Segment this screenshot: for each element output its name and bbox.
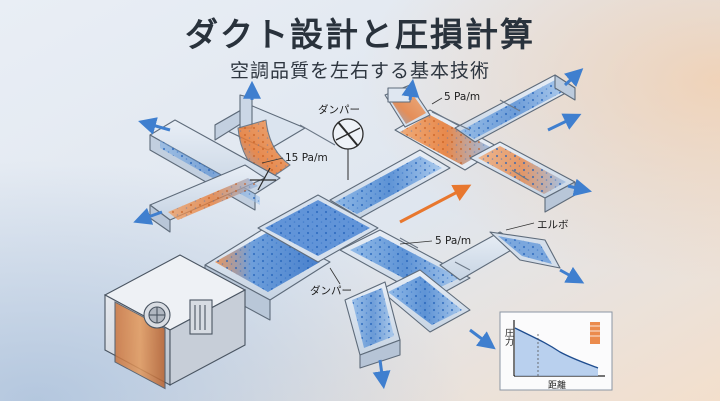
damper-label-top: ダンパー	[318, 104, 360, 116]
page-subtitle: 空調品質を左右する基本技術	[229, 60, 490, 82]
graph-xlabel: 距離	[548, 381, 567, 391]
duct-network	[149, 74, 576, 369]
elbow-label: エルボ	[537, 219, 569, 231]
pressure-label-left: 15 Pa/m	[285, 152, 328, 164]
page-title: ダクト設計と圧損計算	[185, 15, 535, 54]
pressure-label-top-right: 5 Pa/m	[444, 91, 481, 103]
air-handling-unit	[103, 254, 247, 390]
damper-symbol	[332, 118, 364, 180]
pressure-label-lower-right: 5 Pa/m	[435, 235, 472, 247]
damper-label-bottom: ダンパー	[310, 285, 352, 297]
flow-arrows	[133, 68, 593, 390]
graph-ylabel: 圧力	[503, 328, 513, 346]
pressure-distance-graph	[499, 311, 613, 391]
